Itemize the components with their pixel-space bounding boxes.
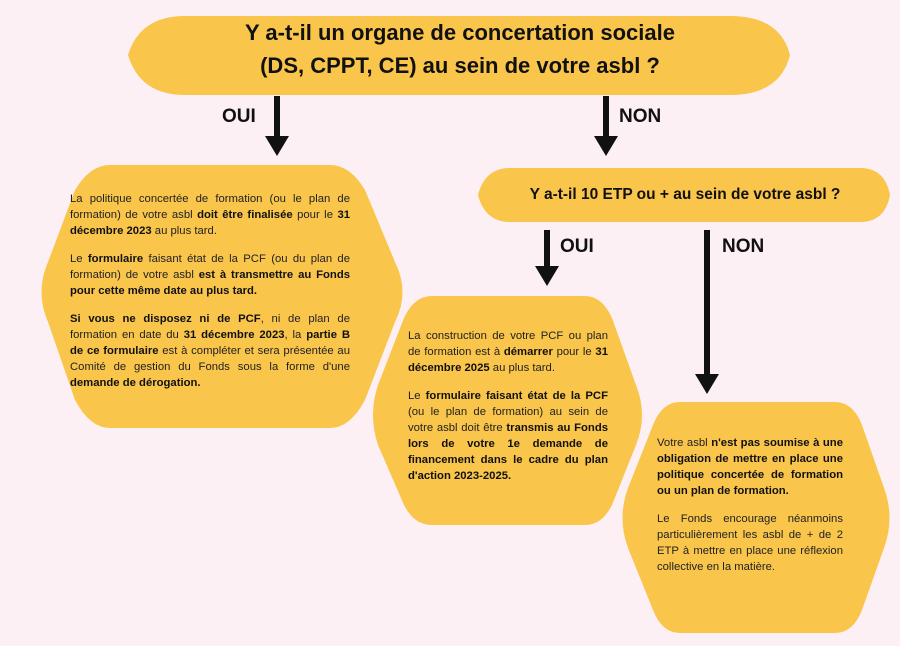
box-left-paragraph-2: Le formulaire faisant état de la PCF (ou… [70, 253, 351, 297]
question2-yes-label: OUI [560, 236, 594, 257]
box-right-paragraph-1: Votre asbl n'est pas soumise à une oblig… [657, 437, 843, 497]
box-mid-shape [373, 296, 642, 525]
question1-line1: Y a-t-il un organe de concertation socia… [245, 20, 675, 45]
question1-yes-label: OUI [222, 106, 256, 127]
arrowhead-q1-yes [265, 136, 289, 156]
question1-line2: (DS, CPPT, CE) au sein de votre asbl ? [260, 53, 660, 78]
question2-text: Y a-t-il 10 ETP ou + au sein de votre as… [529, 186, 841, 203]
box-left-shape [41, 165, 403, 428]
box-mid-paragraph-2: Le formulaire faisant état de la PCF (ou… [408, 390, 609, 482]
box-right-paragraph-2: Le Fonds encourage néanmoins particulièr… [657, 513, 843, 573]
question2-shape [478, 168, 890, 222]
box-left-text: La politique concertée de formation (ou … [70, 191, 350, 403]
question2-no-label: NON [722, 236, 765, 257]
box-right-text: Votre asbl n'est pas soumise à une oblig… [657, 435, 843, 587]
arrowhead-q2-yes [535, 266, 559, 286]
box-mid-paragraph-1: La construction de votre PCF ou plan de … [408, 330, 608, 374]
question1-no-label: NON [619, 106, 662, 127]
box-mid-text: La construction de votre PCF ou plan de … [408, 328, 608, 496]
box-left-paragraph-1: La politique concertée de formation (ou … [70, 193, 351, 237]
question1-shape [128, 16, 790, 95]
question1-text: Y a-t-il un organe de concertation socia… [150, 16, 770, 82]
box-right-shape [622, 402, 890, 633]
arrowhead-q1-no [594, 136, 618, 156]
arrowhead-q2-no [695, 374, 719, 394]
box-left-paragraph-3: Si vous ne disposez ni de PCF, ni de pla… [70, 313, 351, 389]
